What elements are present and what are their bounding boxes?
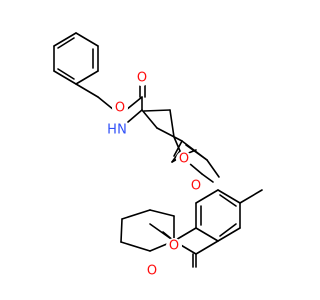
carbamate-chain: [75, 82, 181, 163]
ring-oxygen-label: O: [169, 239, 179, 254]
structure-canvas: O O H N O O O O: [53, 32, 263, 279]
main-chain: [141, 109, 220, 178]
molecule-structure: O O H N O O O O: [53, 32, 263, 279]
carbamate-carbonyl-oxygen-label: O: [137, 71, 147, 86]
amide-hydrogen-label: H: [107, 123, 117, 138]
benzyl-ring: [53, 32, 99, 85]
aryl-ester-oxygen-label: O: [191, 179, 201, 194]
ester-oxygen-label: O: [115, 101, 125, 116]
lactone-carbonyl-oxygen-label: O: [147, 264, 157, 279]
cyclopentane-ring: [120, 209, 175, 252]
aromatic-ring: [195, 189, 241, 242]
ester-carbonyl-oxygen-label: O: [179, 152, 189, 167]
lactone-ring: [149, 223, 219, 268]
methyl-group: [239, 189, 263, 204]
atom-labels: O O H N O O O O: [106, 70, 204, 279]
amide-nitrogen-label: N: [117, 123, 127, 138]
